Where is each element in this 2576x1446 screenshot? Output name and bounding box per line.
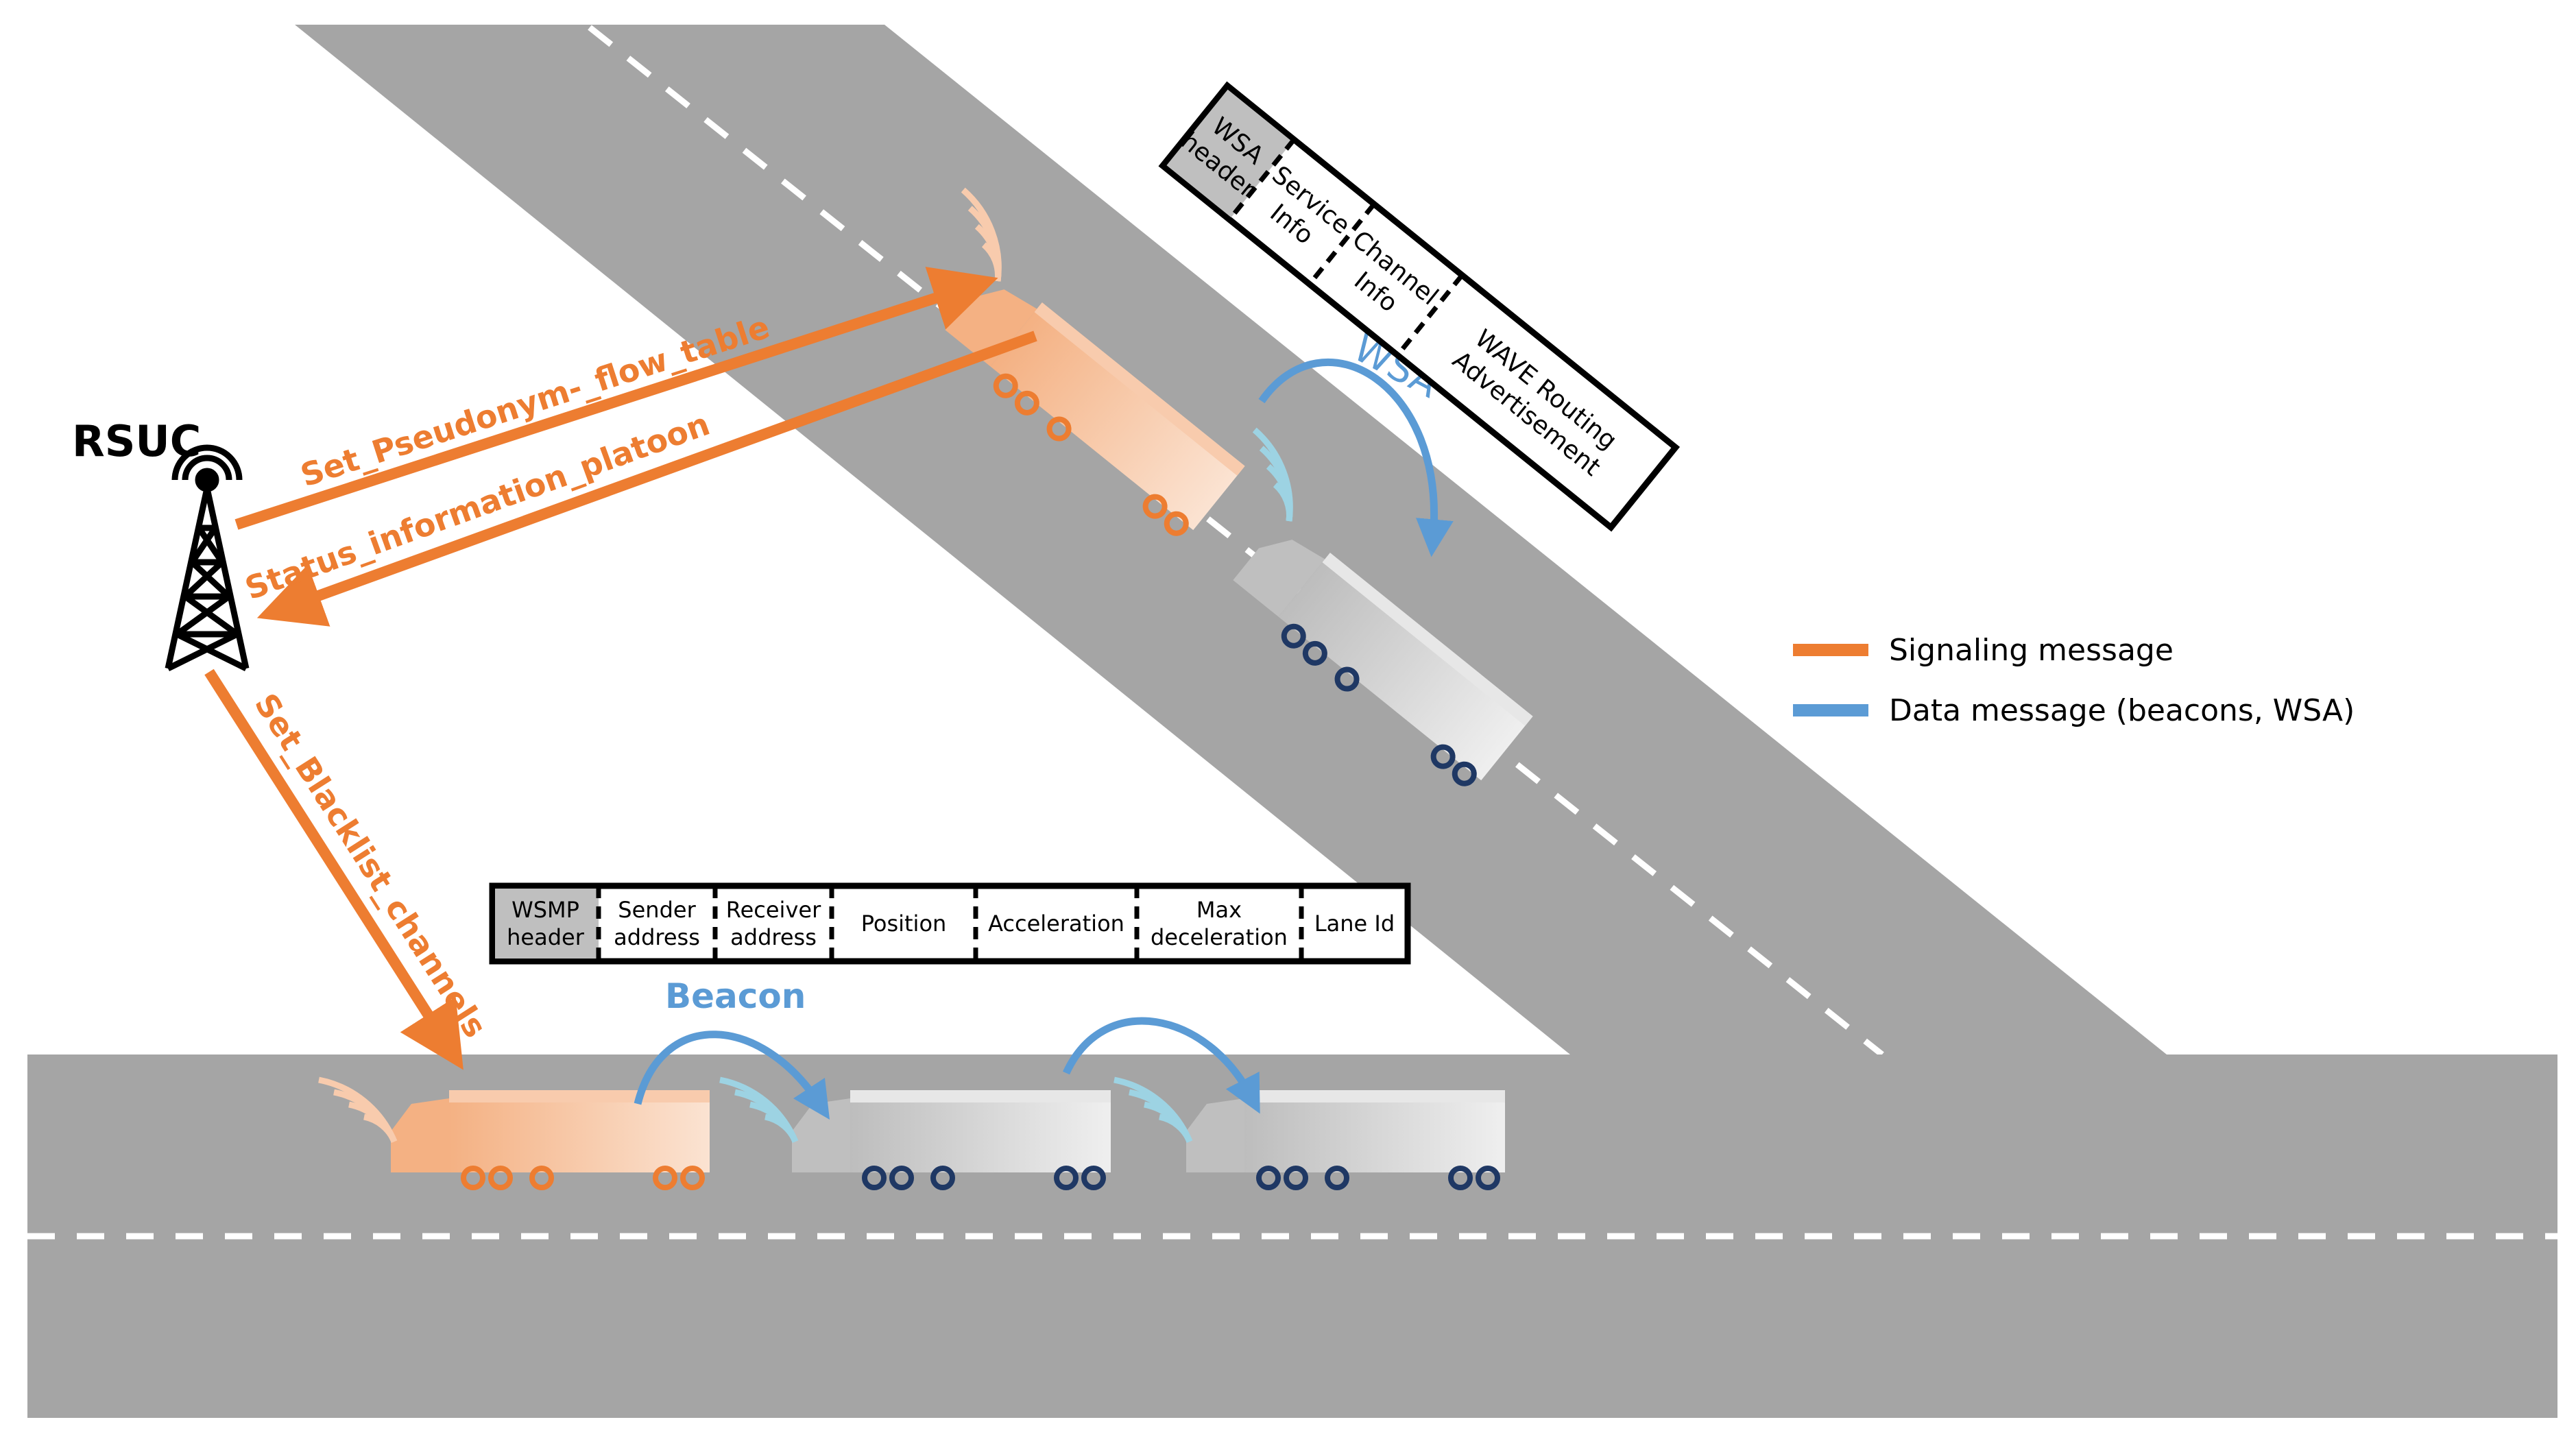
wsmp-field: Position [829, 886, 947, 961]
status-information-arrow [256, 330, 1037, 627]
wsmp-field-label: deceleration [1151, 924, 1288, 950]
diagonal-road [295, 25, 2167, 1057]
wsmp-field-label: address [614, 924, 700, 950]
legend-label: Signaling message [1889, 633, 2174, 668]
antenna-tower-icon [165, 444, 250, 672]
wsmp-field-label: WSMP [511, 897, 579, 923]
signaling-arrows [204, 267, 1037, 1070]
legend-item: Signaling message [1793, 633, 2174, 668]
wsa-field-divider [1227, 138, 1297, 221]
beacon-arrow-2 [1063, 1017, 1260, 1114]
wsmp-frame: WSMPheaderSenderaddressReceiveraddressPo… [489, 882, 1411, 965]
wsa-frame-border [1158, 81, 1681, 532]
data-arrows [634, 359, 1454, 1120]
beacon-arrow-1 [634, 1031, 830, 1120]
set-blacklist-label: Set_Blacklist_channels [248, 687, 494, 1044]
wsmp-frame-border [489, 882, 1411, 965]
legend-label: Data message (beacons, WSA) [1889, 693, 2355, 728]
wsmp-field-label: Receiver [726, 897, 821, 923]
set-pseudonym-arrow [234, 267, 998, 530]
wsmp-field-label: Position [861, 911, 947, 937]
wsa-header-cell [1166, 89, 1292, 218]
wsmp-field-label: address [730, 924, 817, 950]
wsa-arrow [1258, 359, 1454, 557]
wsmp-field-label: Lane Id [1314, 911, 1395, 937]
wsmp-header-cell [495, 889, 599, 959]
wsmp-field-label: Sender [618, 897, 696, 923]
wsmp-field-label: Max [1196, 897, 1242, 923]
wsmp-field-label: Acceleration [988, 911, 1124, 937]
legend-item: Data message (beacons, WSA) [1793, 693, 2355, 728]
wsmp-field-label: header [507, 924, 585, 950]
rsuc: RSUC [72, 416, 250, 672]
set-blacklist-arrow [204, 668, 464, 1070]
beacon-label: Beacon [665, 976, 806, 1016]
wsa-field-divider [1308, 202, 1376, 286]
wsmp-field: Lane Id [1299, 886, 1395, 961]
wsa-field-divider [1395, 274, 1465, 357]
wsmp-field: Acceleration [973, 886, 1124, 961]
